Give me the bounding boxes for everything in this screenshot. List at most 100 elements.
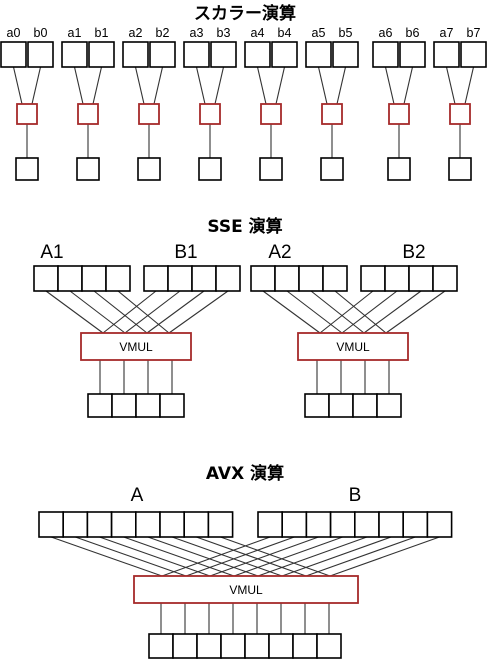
avx-b-box5 (378, 511, 405, 538)
sse-left-b-box0 (143, 265, 169, 292)
sse-label-a2: A2 (268, 242, 291, 263)
scalar-label-a0: a0 (7, 26, 21, 40)
scalar-label-a3: a3 (190, 26, 204, 40)
scalar-label-b3: b3 (217, 26, 231, 40)
avx-wire-b3 (233, 536, 343, 577)
avx-label-a: A (131, 485, 144, 506)
sse-left-out-box1 (111, 393, 137, 418)
sse-left-wire-a1 (69, 290, 126, 334)
avx-wire-b0 (161, 536, 271, 577)
sse-left-out-box0 (87, 393, 113, 418)
sse-left-wire-a3 (117, 290, 170, 334)
scalar-unit-7 (449, 103, 471, 125)
avx-wire-b6 (305, 536, 416, 577)
sse-left-vmul-label: VMUL (119, 340, 153, 354)
sse-left-vmul-unit (80, 332, 192, 361)
scalar-box-a7 (433, 41, 460, 68)
scalar-wire-b5 (336, 66, 347, 105)
scalar-label-a2: a2 (129, 26, 143, 40)
sse-right-wire-b2 (363, 290, 422, 334)
avx-vmul-label: VMUL (229, 583, 263, 597)
scalar-wire-b0 (31, 66, 42, 105)
sse-right-wire-a3 (334, 290, 387, 334)
scalar-label-a6: a6 (379, 26, 393, 40)
scalar-out-0 (15, 157, 39, 181)
scalar-wire-b3 (214, 66, 225, 105)
sse-right-b-box0 (360, 265, 386, 292)
scalar-box-b5 (332, 41, 359, 68)
avx-b-box2 (305, 511, 332, 538)
scalar-label-b1: b1 (95, 26, 109, 40)
scalar-out-2 (137, 157, 161, 181)
sse-right-wire-b1 (341, 290, 398, 334)
sse-left-wire-b1 (124, 290, 181, 334)
sse-right-wire-b3 (385, 290, 446, 334)
scalar-unit-3 (199, 103, 221, 125)
scalar-unit-1 (77, 103, 99, 125)
sse-left-out-box2 (135, 393, 161, 418)
avx-b-box3 (329, 511, 356, 538)
avx-a-box2 (86, 511, 113, 538)
scalar-title: スカラー演算 (194, 3, 296, 24)
scalar-box-a4 (244, 41, 271, 68)
sse-right-vmul-label: VMUL (336, 340, 370, 354)
avx-out-box1 (172, 633, 198, 659)
scalar-wire-b6 (403, 66, 414, 105)
scalar-label-b0: b0 (34, 26, 48, 40)
boxes-layer: VMUL VMUL VMUL (0, 41, 487, 659)
scalar-unit-4 (260, 103, 282, 125)
avx-a-box7 (207, 511, 234, 538)
avx-a-box6 (183, 511, 210, 538)
sse-title: SSE 演算 (207, 216, 282, 237)
avx-wire-a5 (171, 536, 283, 577)
scalar-box-b7 (460, 41, 487, 68)
scalar-out-6 (387, 157, 411, 181)
avx-a-box5 (159, 511, 186, 538)
sse-right-a-box2 (298, 265, 324, 292)
avx-wire-b2 (209, 536, 319, 577)
avx-out-box3 (220, 633, 246, 659)
avx-out-box7 (316, 633, 342, 659)
scalar-out-1 (76, 157, 100, 181)
scalar-unit-0 (16, 103, 38, 125)
scalar-out-7 (448, 157, 472, 181)
avx-wire-a0 (50, 536, 163, 577)
scalar-box-a1 (61, 41, 88, 68)
avx-a-box4 (135, 511, 161, 538)
scalar-wire-a2 (134, 66, 145, 105)
sse-right-wire-a0 (262, 290, 321, 334)
avx-wire-b1 (185, 536, 295, 577)
scalar-label-a4: a4 (251, 26, 265, 40)
sse-left-wire-a2 (93, 290, 148, 334)
wires-layer (12, 66, 475, 634)
scalar-box-a0 (0, 41, 27, 68)
scalar-label-b5: b5 (339, 26, 353, 40)
sse-left-b-box2 (191, 265, 217, 292)
sse-right-wire-b0 (319, 290, 374, 334)
sse-left-wire-b2 (146, 290, 205, 334)
scalar-wire-b4 (275, 66, 286, 105)
scalar-unit-2 (138, 103, 160, 125)
avx-a-box0 (38, 511, 65, 538)
scalar-box-b0 (27, 41, 54, 68)
scalar-label-b6: b6 (406, 26, 420, 40)
scalar-label-b4: b4 (278, 26, 292, 40)
avx-wire-a6 (196, 536, 307, 577)
avx-wire-a7 (220, 536, 331, 577)
scalar-out-5 (320, 157, 344, 181)
scalar-wire-a5 (317, 66, 328, 105)
sse-right-vmul-unit (297, 332, 409, 361)
scalar-box-b3 (210, 41, 237, 68)
avx-a-box1 (62, 511, 89, 538)
scalar-box-b2 (149, 41, 176, 68)
sse-label-b1: B1 (174, 242, 197, 263)
sse-left-a-box0 (33, 265, 59, 292)
avx-out-box4 (244, 633, 270, 659)
avx-b-box6 (402, 511, 429, 538)
avx-b-box7 (426, 511, 453, 538)
sse-right-a-box1 (274, 265, 300, 292)
scalar-out-3 (198, 157, 222, 181)
avx-a-box3 (110, 511, 137, 538)
avx-b-box1 (281, 511, 308, 538)
